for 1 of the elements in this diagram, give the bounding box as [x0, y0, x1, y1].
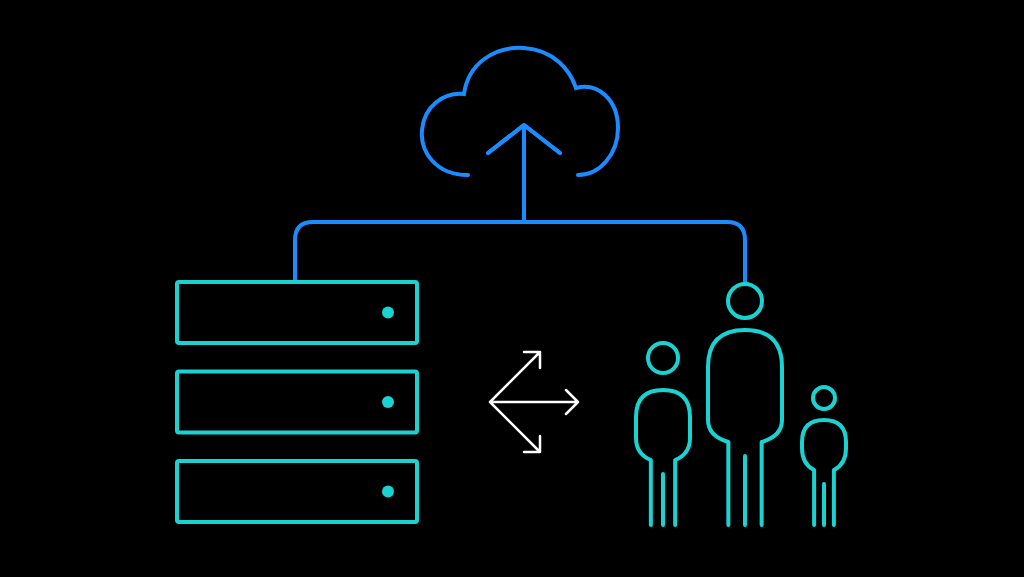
connector-arrow	[293, 123, 562, 282]
